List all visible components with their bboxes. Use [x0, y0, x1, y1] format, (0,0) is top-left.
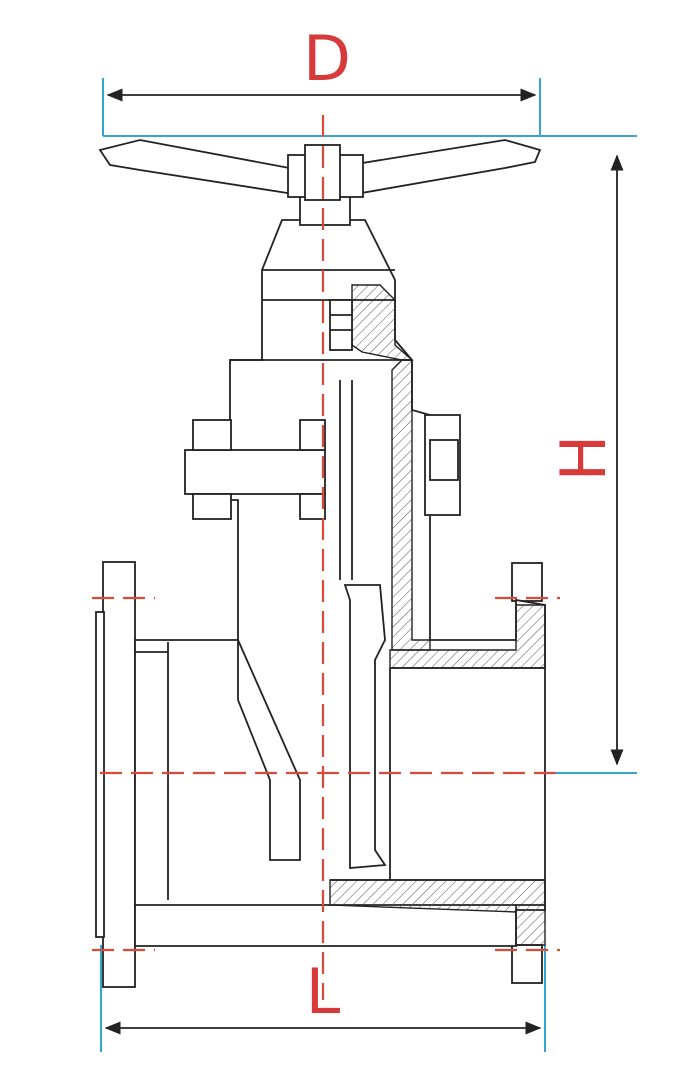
- gate-wedge: [237, 380, 387, 869]
- label-l: L: [306, 955, 341, 1028]
- dimension-arrows: [104, 88, 624, 1035]
- handwheel: [98, 139, 542, 201]
- extension-lines: [100, 78, 637, 1052]
- stem-housing: [230, 194, 412, 361]
- hatched-sections: [329, 284, 546, 946]
- left-flange: [102, 561, 136, 988]
- label-h: H: [547, 435, 620, 482]
- valve-body: [95, 219, 546, 988]
- bonnet-flange: [184, 414, 461, 520]
- label-d: D: [303, 22, 351, 95]
- centerlines: [92, 115, 560, 1000]
